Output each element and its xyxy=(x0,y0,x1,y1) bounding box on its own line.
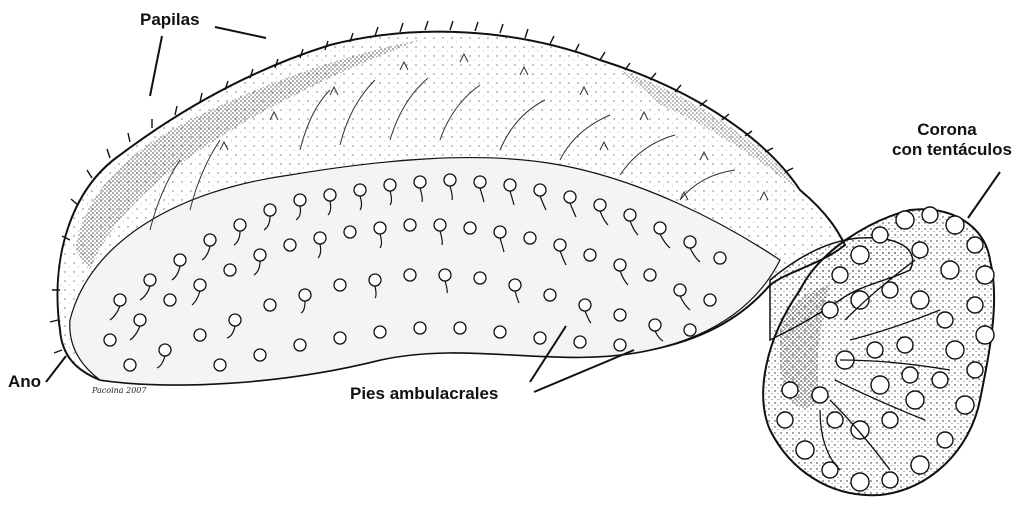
papilas-leader-2 xyxy=(215,27,266,38)
papilas-leader-1 xyxy=(150,36,162,96)
label-corona: Corona con tentáculos xyxy=(892,120,1002,160)
corona-leader xyxy=(968,172,1000,218)
ano-leader xyxy=(46,356,66,382)
artist-signature: Pacoina 2007 xyxy=(92,386,146,395)
label-papilas: Papilas xyxy=(140,10,200,30)
label-ano: Ano xyxy=(8,372,41,392)
label-corona-line1: Corona xyxy=(892,120,1002,140)
label-corona-line2: con tentáculos xyxy=(892,140,1002,160)
label-pies-ambulacrales: Pies ambulacrales xyxy=(350,384,498,404)
body xyxy=(58,32,846,385)
